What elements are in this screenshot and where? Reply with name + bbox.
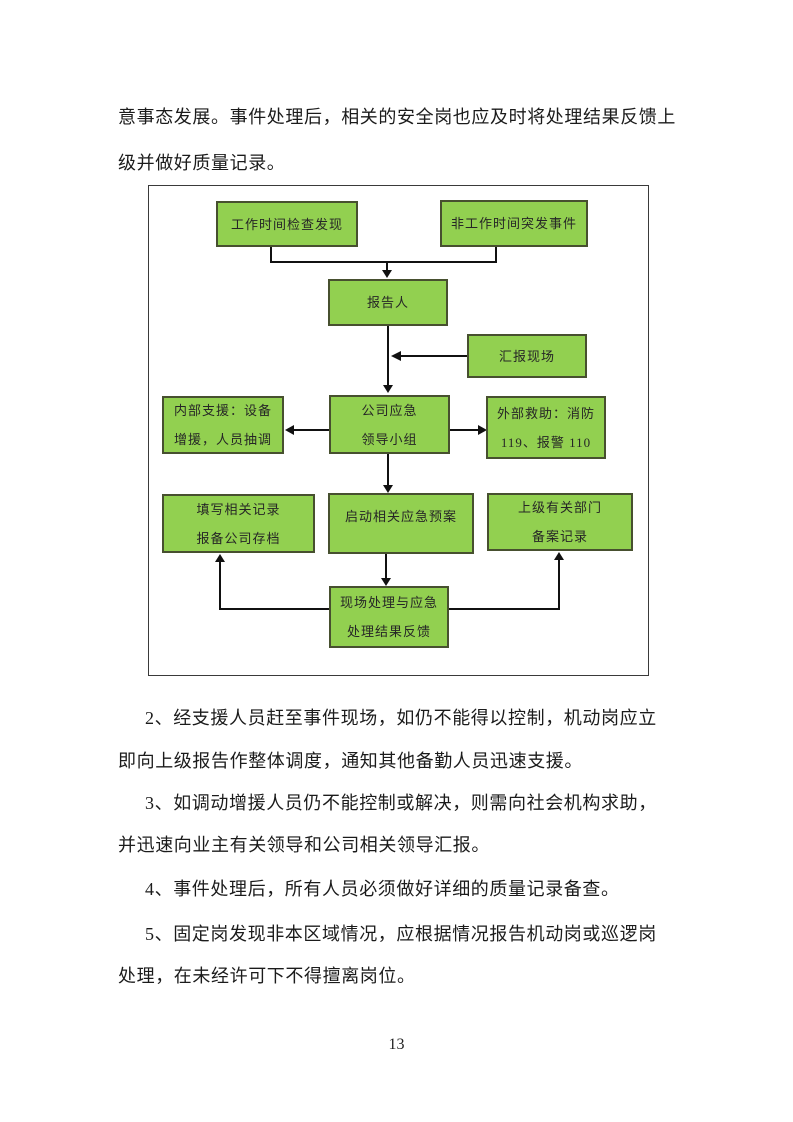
arrowhead-up [554,552,564,560]
flow-node-non-work-time: 非工作时间突发事件 [440,200,588,247]
arrowhead-down [381,578,391,586]
flow-node-superior-filing: 上级有关部门 备案记录 [487,493,633,551]
flow-node-launch-plan: 启动相关应急预案 [328,493,474,554]
flow-node-fill-record: 填写相关记录 报备公司存档 [162,494,315,553]
body-line: 级并做好质量记录。 [118,153,286,173]
arrowhead-down [382,270,392,278]
flow-node-lead-group: 公司应急 领导小组 [329,395,450,454]
flowchart-frame: 工作时间检查发现 非工作时间突发事件 报告人 汇报现场 内部支援：设备 增援，人… [148,185,649,676]
body-line: 2、经支援人员赶至事件现场，如仍不能得以控制，机动岗应立 [145,708,657,728]
page-number: 13 [388,1036,405,1053]
arrowhead-down [383,385,393,393]
connector-record [219,562,329,610]
body-line: 5、固定岗发现非本区域情况，应根据情况报告机动岗或巡逻岗 [145,924,657,944]
flow-node-internal-support: 内部支援：设备 增援，人员抽调 [162,396,284,454]
arrowhead-up [215,554,225,562]
flowchart-connectors [215,247,564,610]
flow-node-work-time: 工作时间检查发现 [216,201,358,247]
body-line: 并迅速向业主有关领导和公司相关领导汇报。 [118,835,490,855]
arrowhead-down [383,485,393,493]
body-line: 4、事件处理后，所有人员必须做好详细的质量记录备查。 [145,879,620,899]
body-line: 即向上级报告作整体调度，通知其他备勤人员迅速支援。 [118,751,583,771]
flow-node-external-rescue: 外部救助：消防 119、报警 110 [486,396,606,459]
connector-superior [449,560,560,610]
arrowhead-left [285,425,294,435]
arrowhead-left [391,351,401,361]
flow-node-scene-feedback: 现场处理与应急 处理结果反馈 [329,586,449,648]
body-line: 处理，在未经许可下不得擅离岗位。 [118,966,416,986]
flow-node-reporter: 报告人 [328,279,448,326]
connector-merge [270,247,497,263]
body-line: 3、如调动增援人员仍不能控制或解决，则需向社会机构求助， [145,793,657,813]
body-line: 意事态发展。事件处理后，相关的安全岗也应及时将处理结果反馈上 [118,107,676,127]
arrowhead-right [478,425,487,435]
flow-node-report-scene: 汇报现场 [467,334,587,378]
